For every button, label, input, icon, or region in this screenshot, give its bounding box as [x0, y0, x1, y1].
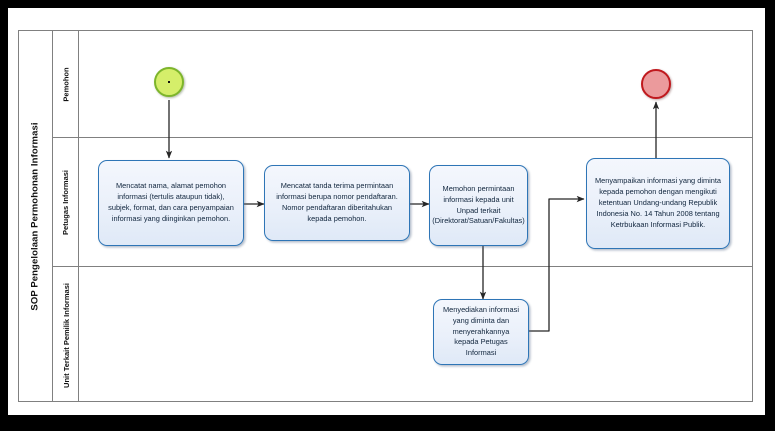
process-box-p1[interactable]: Mencatat nama, alamat pemohon informasi … — [98, 160, 244, 246]
process-box-p5-text: Menyampaikan informasi yang diminta kepa… — [594, 176, 722, 229]
lane-row-unit-terkait — [79, 266, 752, 404]
lane-label-petugas-informasi-text: Petugas Informasi — [61, 169, 71, 235]
lane-label-petugas-informasi: Petugas Informasi — [53, 137, 79, 266]
process-box-p2-text: Mencatat tanda terima permintaan informa… — [276, 181, 398, 223]
process-box-p1-text: Mencatat nama, alamat pemohon informasi … — [108, 181, 234, 223]
process-box-p2[interactable]: Mencatat tanda terima permintaan informa… — [264, 165, 410, 241]
process-box-p4[interactable]: Menyediakan informasi yang diminta dan m… — [433, 299, 529, 365]
start-terminator[interactable] — [154, 67, 184, 97]
lane-label-unit-terkait: Unit Terkait Pemilik Informasi — [53, 266, 79, 403]
diagram-title-column: SOP Pengelolaan Permohonan Informasi — [19, 31, 53, 401]
lane-label-pemohon: Pemohon — [53, 31, 79, 137]
process-box-p3[interactable]: Memohon permintaan informasi kepada unit… — [429, 165, 528, 246]
lane-label-unit-terkait-text: Unit Terkait Pemilik Informasi — [61, 282, 71, 388]
process-box-p5[interactable]: Menyampaikan informasi yang diminta kepa… — [586, 158, 730, 249]
lane-label-pemohon-text: Pemohon — [61, 66, 71, 102]
process-box-p3-text: Memohon permintaan informasi kepada unit… — [432, 183, 525, 226]
page-title: SOP Pengelolaan Permohonan Informasi — [30, 121, 42, 311]
lane-label-column: Pemohon Petugas Informasi Unit Terkait P… — [53, 31, 79, 401]
end-terminator[interactable] — [641, 69, 671, 99]
lane-row-petugas-informasi — [79, 137, 752, 267]
diagram-page: SOP Pengelolaan Permohonan Informasi Pem… — [8, 8, 765, 415]
process-box-p4-text: Menyediakan informasi yang diminta dan m… — [443, 304, 519, 358]
